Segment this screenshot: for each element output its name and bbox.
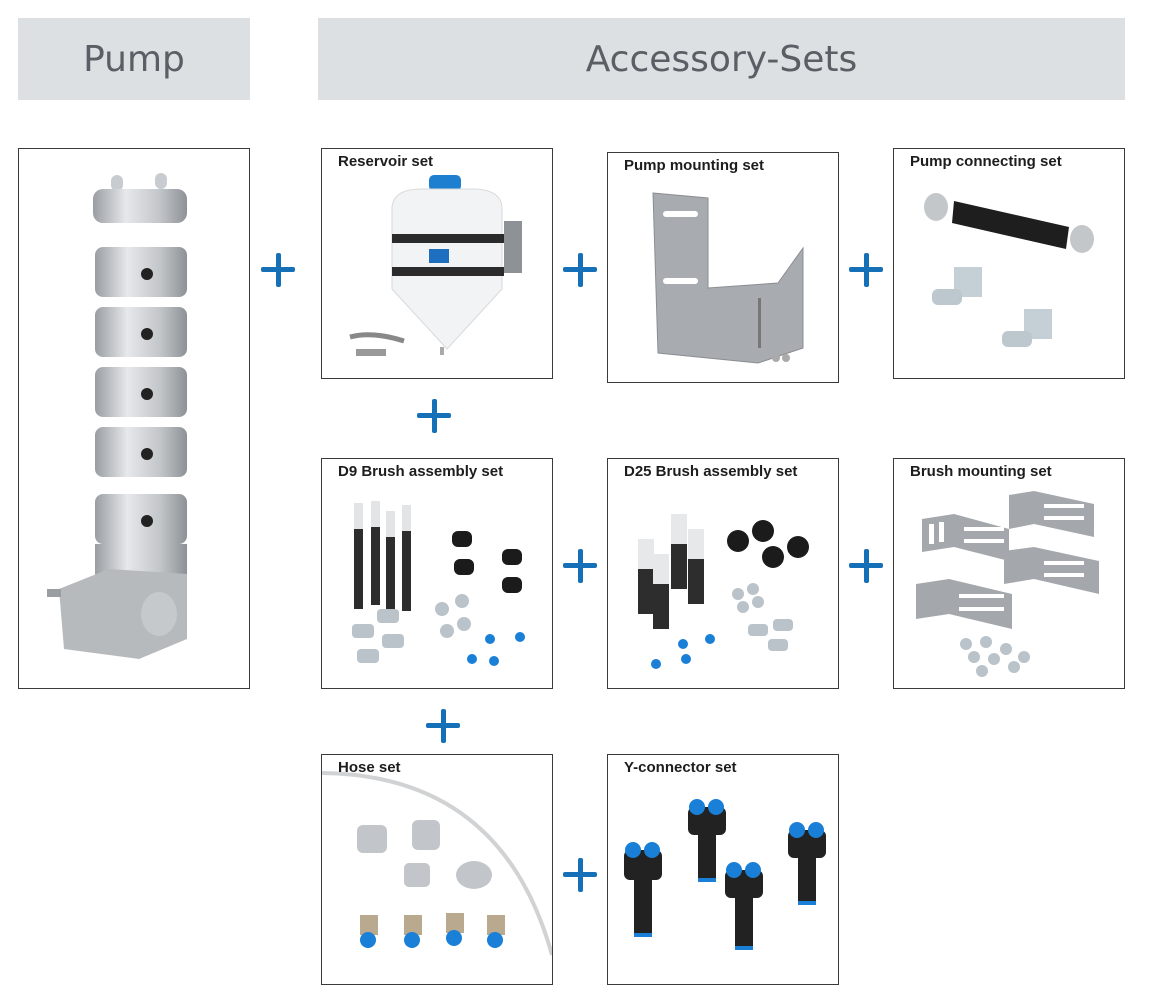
- d25-brush-image: [638, 514, 809, 669]
- plus-icon: [417, 399, 451, 433]
- pump-mounting-set-card: Pump mounting set: [607, 152, 839, 383]
- y-connector-set-label: Y-connector set: [624, 759, 737, 776]
- d25-brush-assembly-set-card: D25 Brush assembly set: [607, 458, 839, 689]
- brush-mounting-set-card: Brush mounting set: [893, 458, 1125, 689]
- pump-card: [18, 148, 250, 689]
- pump-connecting-set-card: Pump connecting set: [893, 148, 1125, 379]
- pump-mounting-image: [652, 192, 804, 364]
- plus-icon: [563, 858, 597, 892]
- plus-icon: [261, 253, 295, 287]
- pump-connecting-set-label: Pump connecting set: [910, 153, 1062, 170]
- brush-mounting-set-label: Brush mounting set: [910, 463, 1052, 480]
- y-connector-image: [624, 799, 826, 950]
- pump-mounting-set-label: Pump mounting set: [624, 157, 764, 174]
- hose-set-label: Hose set: [338, 759, 401, 776]
- pump-connecting-image: [924, 193, 1094, 347]
- brush-mounting-image: [916, 491, 1099, 677]
- pump-header-label: Pump: [83, 38, 185, 80]
- accessory-sets-header-label: Accessory-Sets: [585, 38, 858, 80]
- hose-image: [322, 771, 552, 956]
- accessory-sets-header: Accessory-Sets: [318, 18, 1125, 100]
- d9-brush-assembly-set-label: D9 Brush assembly set: [338, 463, 504, 480]
- pump-header: Pump: [18, 18, 250, 100]
- d9-brush-assembly-set-card: D9 Brush assembly set: [321, 458, 553, 689]
- reservoir-image: [349, 175, 522, 356]
- plus-icon: [849, 253, 883, 287]
- plus-icon: [563, 253, 597, 287]
- y-connector-set-card: Y-connector set: [607, 754, 839, 985]
- reservoir-set-card: Reservoir set: [321, 148, 553, 379]
- d25-brush-assembly-set-label: D25 Brush assembly set: [624, 463, 798, 480]
- plus-icon: [563, 549, 597, 583]
- hose-set-card: Hose set: [321, 754, 553, 985]
- d9-brush-image: [352, 501, 525, 666]
- reservoir-set-label: Reservoir set: [338, 153, 434, 170]
- plus-icon: [426, 709, 460, 743]
- plus-icon: [849, 549, 883, 583]
- pump-image: [47, 173, 187, 659]
